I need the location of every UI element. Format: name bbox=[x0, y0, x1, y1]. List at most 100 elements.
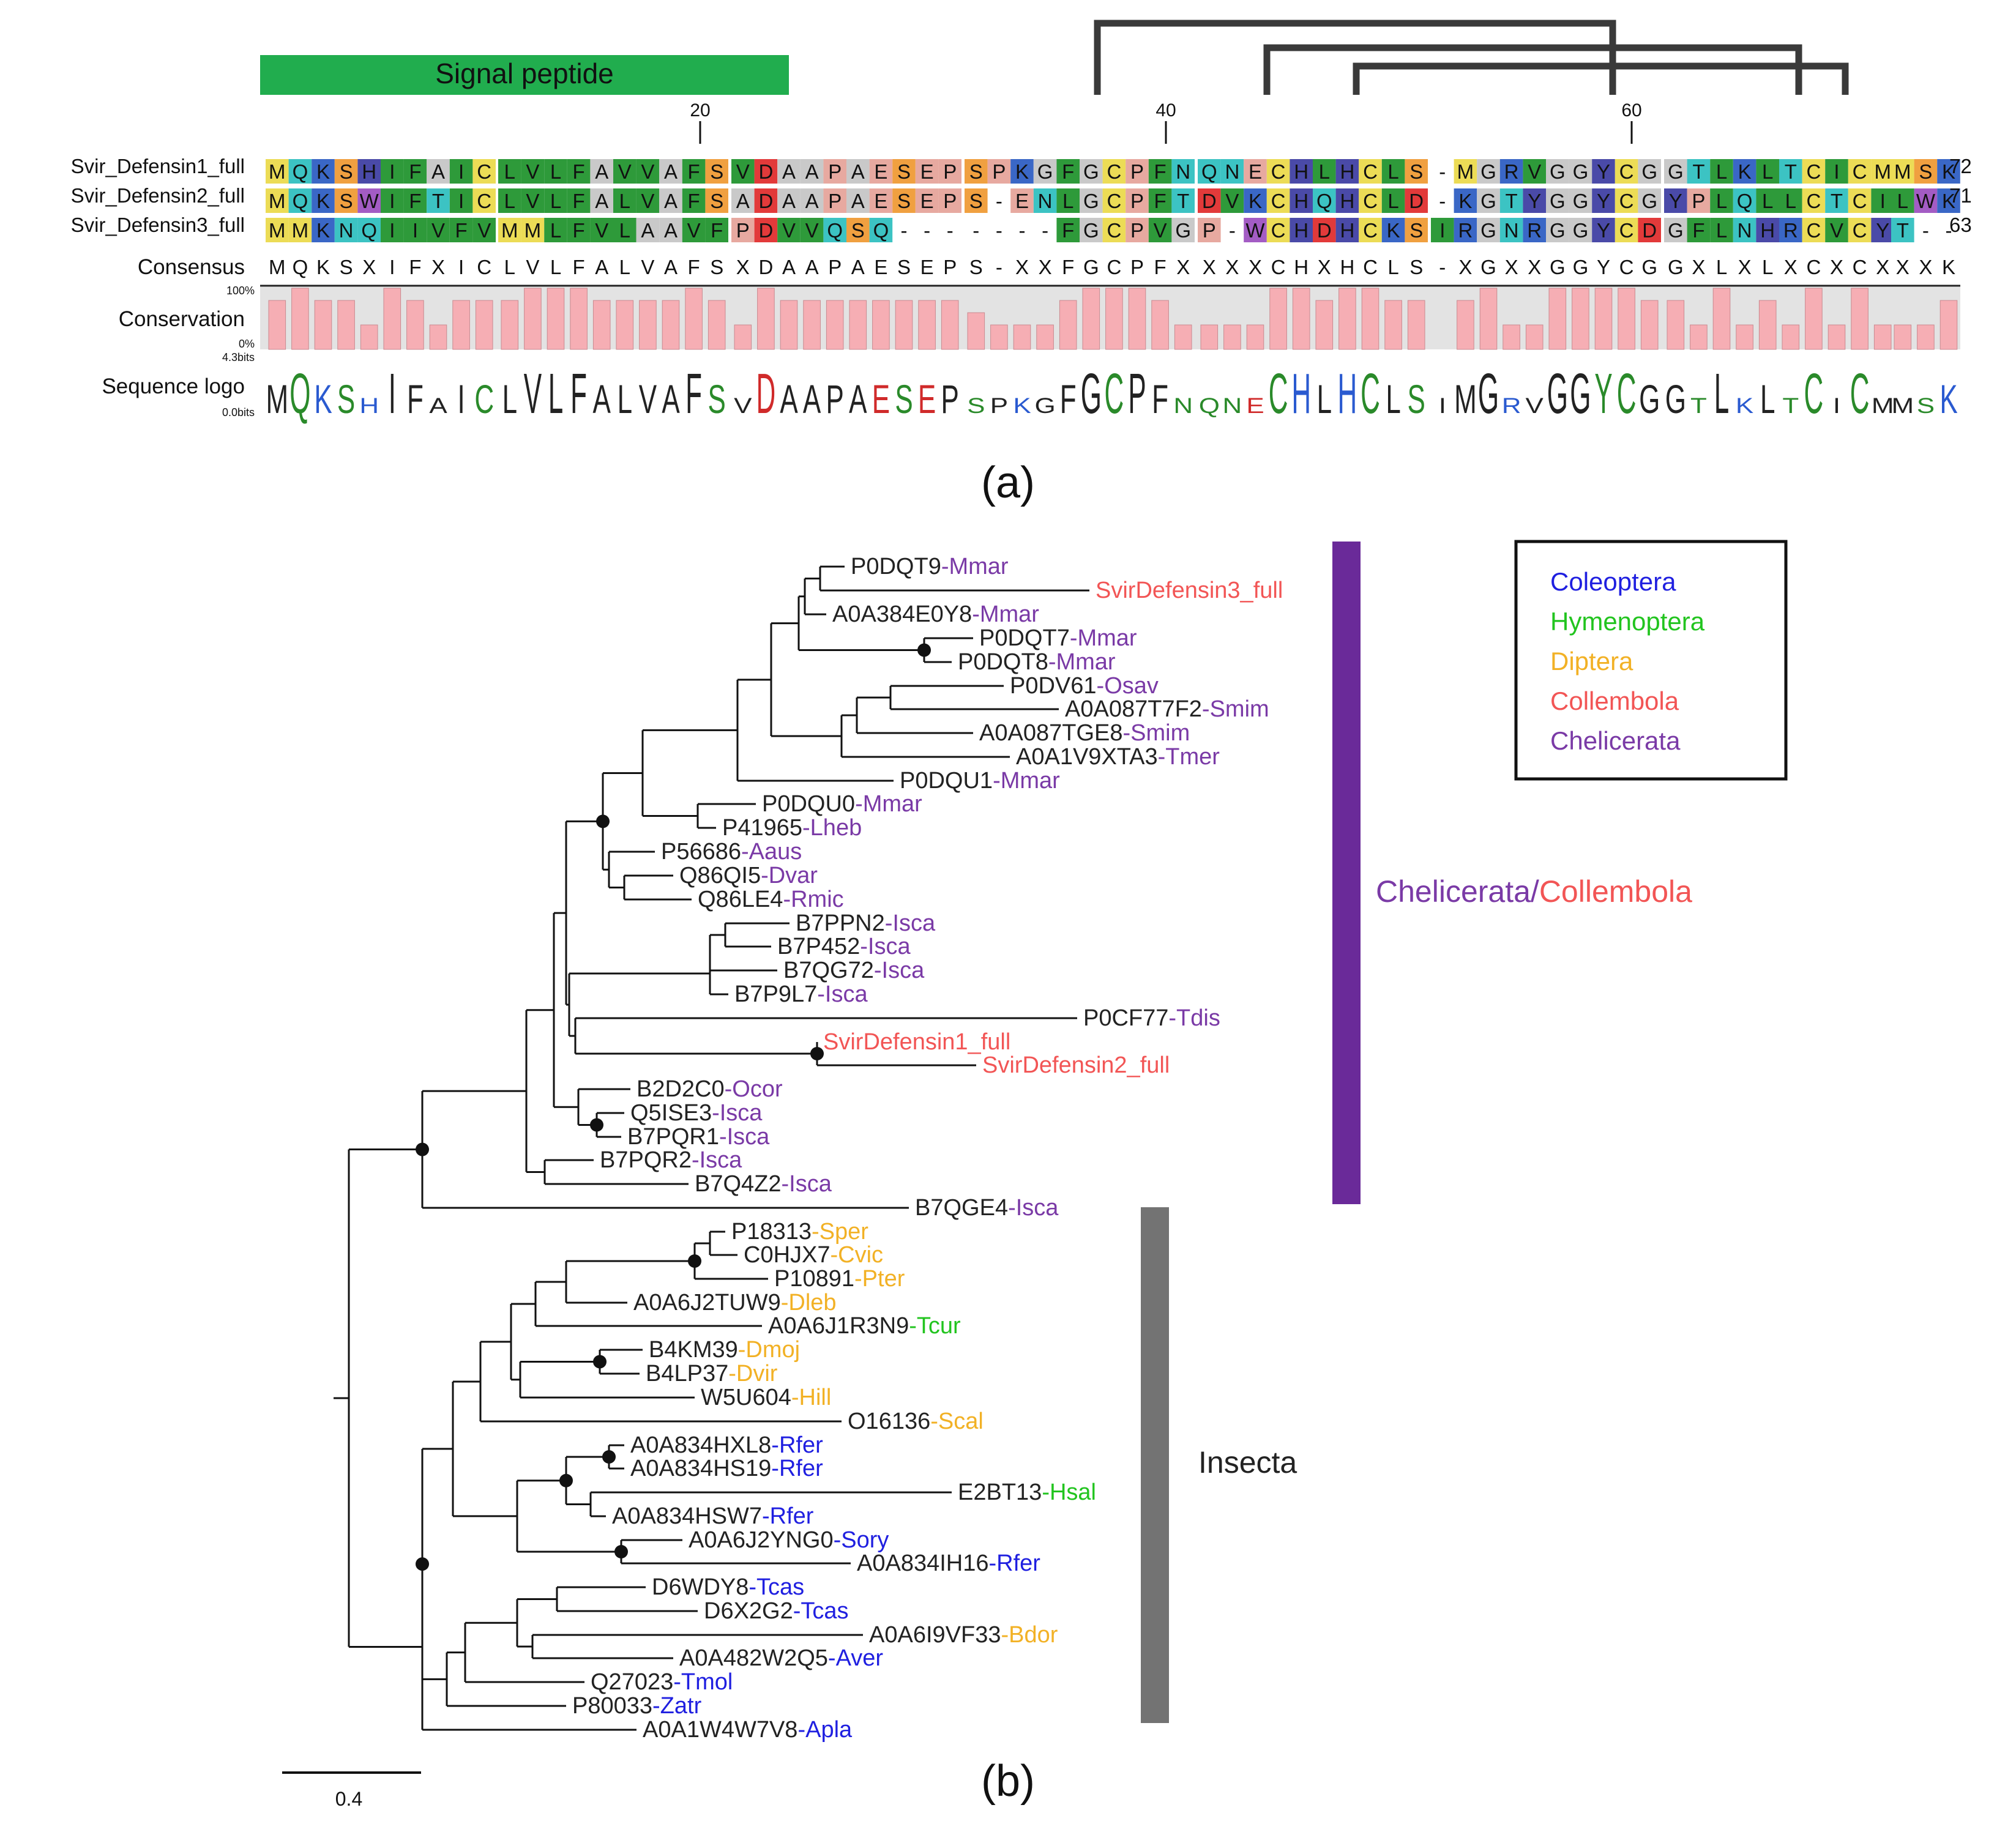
residue-cell bbox=[1148, 159, 1172, 184]
consensus-residue: F bbox=[409, 256, 421, 278]
residue-cell bbox=[1615, 218, 1638, 242]
panel-a-caption: (a) bbox=[981, 458, 1035, 507]
residue-cell bbox=[1638, 218, 1661, 242]
conservation-bar bbox=[1174, 324, 1192, 350]
conservation-bar bbox=[360, 324, 378, 350]
residue-letter: D bbox=[758, 190, 773, 212]
residue-cell bbox=[288, 218, 312, 242]
tree-tip-label: A0A1W4W7V8-Apla bbox=[643, 1717, 853, 1743]
logo-letter: K bbox=[314, 376, 332, 422]
residue-cell bbox=[1523, 218, 1546, 242]
sequence-length-2: 71 bbox=[1949, 184, 1972, 207]
consensus-residue: C bbox=[1806, 256, 1821, 278]
consensus-residue: C bbox=[1363, 256, 1378, 278]
residue-cell bbox=[1733, 159, 1757, 184]
residue-cell bbox=[613, 159, 637, 184]
residue-letter: L bbox=[504, 160, 515, 183]
residue-cell bbox=[498, 188, 521, 213]
residue-cell bbox=[682, 218, 706, 242]
residue-letter: H bbox=[1340, 219, 1354, 242]
residue-cell bbox=[1290, 218, 1313, 242]
residue-letter: S bbox=[897, 190, 911, 212]
residue-cell bbox=[1569, 159, 1592, 184]
consensus-residue: C bbox=[1271, 256, 1286, 278]
residue-cell bbox=[731, 188, 755, 213]
logo-letter: I bbox=[1833, 394, 1840, 418]
residue-cell bbox=[1687, 218, 1711, 242]
residue-letter: C bbox=[1107, 160, 1121, 183]
consensus-residue: X bbox=[431, 256, 445, 278]
residue-cell bbox=[1710, 159, 1733, 184]
residue-cell bbox=[705, 188, 728, 213]
conservation-bar bbox=[1851, 288, 1869, 350]
conservation-bar bbox=[475, 300, 493, 350]
residue-letter: F bbox=[688, 160, 700, 183]
residue-letter: A bbox=[782, 160, 796, 183]
logo-letter: S bbox=[967, 394, 985, 418]
residue-cell bbox=[1056, 188, 1080, 213]
residue-letter: F bbox=[1692, 219, 1704, 242]
disulfide-bonds bbox=[1094, 20, 1849, 95]
residue-letter: G bbox=[1480, 160, 1496, 183]
residue-letter: G bbox=[1550, 190, 1566, 212]
residue-cell bbox=[1523, 188, 1546, 213]
conservation-bar bbox=[1292, 288, 1310, 350]
residue-cell bbox=[1615, 188, 1638, 213]
tree-tip-label: A0A834HSW7-Rfer bbox=[612, 1503, 814, 1529]
consensus-residue: X bbox=[1830, 256, 1843, 278]
conservation-bar bbox=[1939, 300, 1958, 350]
residue-cell bbox=[1871, 159, 1894, 184]
tree-tip-label: P18313-Sper bbox=[731, 1219, 868, 1245]
residue-cell bbox=[1848, 159, 1872, 184]
residue-letter: S bbox=[969, 190, 983, 212]
residue-letter: S bbox=[340, 190, 353, 212]
residue-letter: L bbox=[1716, 219, 1727, 242]
residue-letter: P bbox=[1130, 190, 1144, 212]
consensus-residue: G bbox=[1550, 256, 1566, 278]
residue-cell bbox=[1335, 159, 1359, 184]
residue-cell bbox=[266, 159, 289, 184]
residue-letter: V bbox=[1154, 219, 1167, 242]
consensus-residue: E bbox=[920, 256, 934, 278]
residue-cell bbox=[312, 218, 335, 242]
conservation-bar bbox=[1082, 288, 1100, 350]
residue-letter: M bbox=[269, 219, 286, 242]
conservation-bar bbox=[429, 324, 447, 350]
residue-letter: Y bbox=[1528, 190, 1541, 212]
logo-letter: M bbox=[1891, 394, 1914, 418]
consensus-residue: L bbox=[550, 256, 561, 278]
residue-letter: S bbox=[969, 160, 983, 183]
residue-cell bbox=[521, 218, 545, 242]
residue-letter: K bbox=[1015, 160, 1029, 183]
logo-letter: G bbox=[1570, 362, 1591, 425]
residue-cell bbox=[498, 159, 521, 184]
consensus-residue: L bbox=[619, 256, 630, 278]
tree-tip-label: A0A1V9XTA3-Tmer bbox=[1016, 744, 1220, 770]
residue-letter: P bbox=[1130, 160, 1144, 183]
consensus-residue: F bbox=[688, 256, 700, 278]
legend-box bbox=[1514, 540, 1788, 781]
residue-cell bbox=[1080, 188, 1103, 213]
residue-cell bbox=[938, 159, 961, 184]
tree-tip-label: B7PPN2-Isca bbox=[796, 910, 936, 936]
consensus-residue: H bbox=[1340, 256, 1354, 278]
residue-letter: F bbox=[688, 190, 700, 212]
logo-letter: P bbox=[941, 376, 959, 422]
residue-letter: C bbox=[1619, 219, 1634, 242]
residue-letter: M bbox=[1457, 160, 1474, 183]
residue-letter: I bbox=[389, 190, 395, 212]
residue-cell bbox=[1359, 159, 1382, 184]
residue-cell bbox=[636, 159, 660, 184]
residue-letter: - bbox=[973, 219, 979, 242]
residue-cell bbox=[1454, 218, 1477, 242]
residue-cell bbox=[823, 188, 846, 213]
consensus-residue: D bbox=[758, 256, 773, 278]
residue-cell bbox=[869, 159, 893, 184]
residue-cell bbox=[1779, 159, 1802, 184]
residue-letter: H bbox=[1294, 190, 1309, 212]
residue-letter: V bbox=[431, 219, 445, 242]
residue-cell bbox=[823, 218, 846, 242]
residue-letter: M bbox=[501, 219, 518, 242]
residue-letter: V bbox=[805, 219, 819, 242]
conservation-bar bbox=[639, 300, 657, 350]
